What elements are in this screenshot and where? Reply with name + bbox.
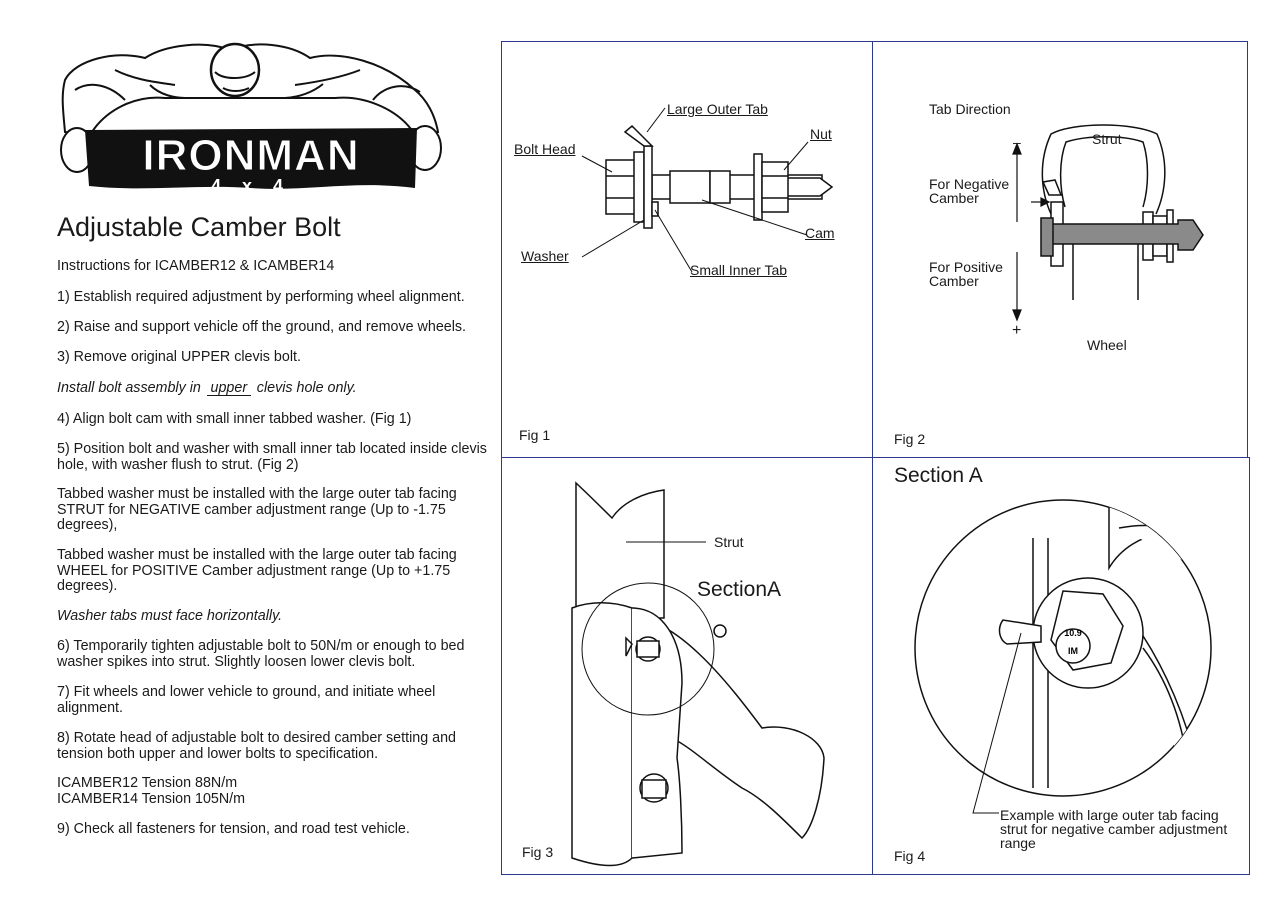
fig2-number: Fig 2 <box>894 431 926 447</box>
fig3-strut-diagram <box>571 481 825 867</box>
plus-sign: + <box>1012 322 1022 339</box>
label-large-outer-tab: Large Outer Tab <box>667 101 768 117</box>
label-section-a-fig3: SectionA <box>697 578 782 601</box>
label-strut: Strut <box>1092 131 1122 147</box>
install-note-before: Install bolt assembly in <box>57 380 201 396</box>
step-5: 5) Position bolt and washer with small i… <box>57 441 487 473</box>
fig1-bolt-diagram <box>581 107 834 273</box>
step-9: 9) Check all fasteners for tension, and … <box>57 821 410 837</box>
label-strut-fig3: Strut <box>714 534 744 550</box>
bolt-grade-marking: 10.9 <box>1064 628 1082 638</box>
fig4-panel: 10.9 IM Section A Example with large out… <box>872 457 1250 875</box>
fig4-title: Section A <box>894 464 983 487</box>
label-positive-camber: For Positive Camber <box>929 259 1003 289</box>
fig3-number: Fig 3 <box>522 844 554 860</box>
negative-note: Tabbed washer must be installed with the… <box>57 486 457 533</box>
install-note-blank: upper <box>206 381 251 396</box>
label-bolt-head: Bolt Head <box>514 141 576 157</box>
page-title: Adjustable Camber Bolt <box>57 212 341 242</box>
svg-text:4 x 4: 4 x 4 <box>211 176 291 196</box>
step-2: 2) Raise and support vehicle off the gro… <box>57 319 467 335</box>
tension-icamber14: ICAMBER14 Tension 105N/m <box>57 791 246 807</box>
step-7: 7) Fit wheels and lower vehicle to groun… <box>57 684 436 716</box>
label-cam: Cam <box>805 225 835 241</box>
fig3-panel: Strut SectionA Fig 3 <box>501 457 873 875</box>
fig4-section-a-diagram: 10.9 IM <box>914 499 1212 814</box>
label-washer: Washer <box>521 248 569 264</box>
fig2-panel: Tab Direction – Strut For Negative Cambe… <box>872 41 1248 458</box>
install-note-after: clevis hole only. <box>256 380 357 396</box>
svg-text:IRONMAN: IRONMAN <box>142 131 359 180</box>
step-3: 3) Remove original UPPER clevis bolt. <box>57 349 301 365</box>
label-wheel: Wheel <box>1087 337 1127 353</box>
label-small-inner-tab: Small Inner Tab <box>690 262 788 278</box>
minus-sign: – <box>1013 134 1021 150</box>
fig1-number: Fig 1 <box>519 427 551 443</box>
ironman-4x4-logo: IRONMAN 4 x 4 <box>60 42 442 196</box>
tabs-horizontal-note: Washer tabs must face horizontally. <box>57 608 283 624</box>
label-tab-direction: Tab Direction <box>929 101 1011 117</box>
label-nut: Nut <box>810 126 832 142</box>
fig4-number: Fig 4 <box>894 848 926 864</box>
step-1: 1) Establish required adjustment by perf… <box>57 289 465 305</box>
install-note: Install bolt assembly in upper clevis ho… <box>57 380 487 397</box>
step-8: 8) Rotate head of adjustable bolt to des… <box>57 730 456 762</box>
label-negative-camber: For Negative Camber <box>929 176 1010 206</box>
instructions-intro: Instructions for ICAMBER12 & ICAMBER14 <box>57 258 335 274</box>
step-6: 6) Temporarily tighten adjustable bolt t… <box>57 638 465 670</box>
step-4: 4) Align bolt cam with small inner tabbe… <box>57 411 412 427</box>
fig4-callout: Example with large outer tab facing stru… <box>1000 807 1228 851</box>
tension-icamber12: ICAMBER12 Tension 88N/m <box>57 775 238 791</box>
positive-note: Tabbed washer must be installed with the… <box>57 547 457 594</box>
fig2-tab-direction-diagram <box>1012 124 1204 322</box>
fig1-panel: Large Outer Tab Nut Bolt Head Cam Washer… <box>501 41 873 458</box>
bolt-maker-marking: IM <box>1068 646 1078 656</box>
